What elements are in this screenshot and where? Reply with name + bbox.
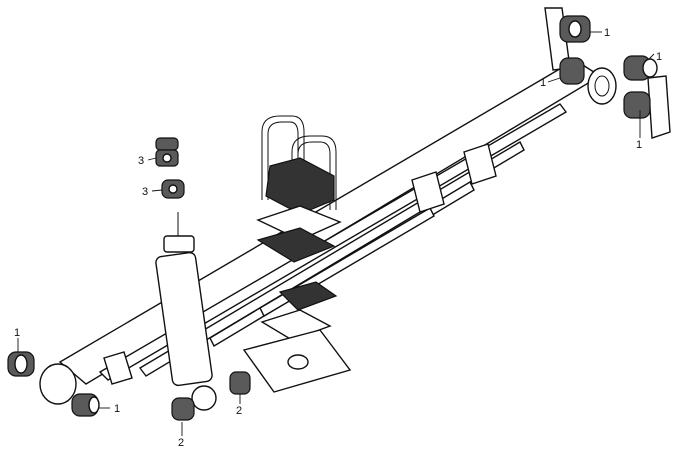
eye-bushing (559, 57, 585, 85)
callout-shock-upper-bushing-a: 3 (138, 155, 144, 167)
spring-clip-middle (411, 171, 445, 213)
u-bolt-front (291, 135, 337, 210)
rear-eye (587, 67, 617, 105)
lower-spring-pad (278, 281, 338, 311)
shock-body (155, 251, 213, 387)
callout-shackle-lower-bushing: 1 (636, 139, 642, 151)
callout-eye-bushing-right: 1 (540, 77, 546, 89)
axle-seat-plate (260, 309, 332, 341)
callout-front-eye-bushing-outer: 1 (14, 327, 20, 339)
spring-seat-pad (265, 157, 335, 215)
shock-lower-bushing-a (171, 397, 195, 421)
rear-shackle-assembly (544, 7, 671, 139)
spring-clip-rear (463, 143, 497, 185)
callout-rear-upper-bushing: 1 (604, 27, 610, 39)
shackle-lower-bushing (623, 91, 651, 119)
u-bolt-rear (261, 115, 305, 210)
callout-shock-lower-bushing-b: 2 (236, 405, 242, 417)
callout-front-eye-bushing-inner: 1 (114, 403, 120, 415)
shock-lower-bushing-b (229, 371, 251, 395)
shock-bushings (155, 137, 251, 421)
shock-upper-mount (163, 235, 195, 253)
shackle-plate-right (647, 75, 671, 139)
callout-shock-lower-bushing-a: 2 (178, 437, 184, 449)
callout-shackle-pin-bushing: 1 (656, 51, 662, 63)
front-eye-bushings (7, 351, 100, 417)
saddle-plate-lower (256, 227, 336, 263)
shock-absorber (155, 212, 217, 411)
shock-lower-eye (191, 385, 217, 411)
u-bolt-assembly (256, 115, 342, 263)
leader-lines (17, 31, 655, 436)
axle-seat-assembly (242, 281, 352, 393)
callout-shock-upper-bushing-b: 3 (142, 186, 148, 198)
spring-clip-front (103, 351, 133, 385)
callout-labels: 1 1 1 1 1 1 2 2 3 3 (14, 27, 662, 449)
shock-upper-bushing-a (155, 137, 179, 151)
front-eye (39, 363, 77, 405)
